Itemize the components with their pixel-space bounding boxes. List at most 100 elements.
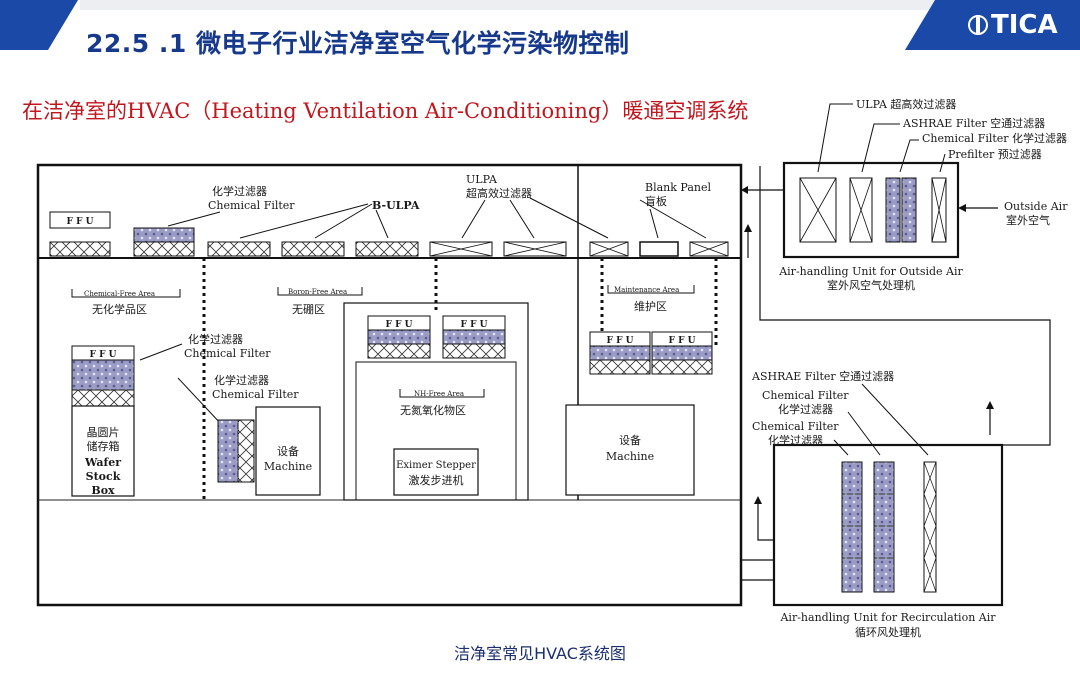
- label-arrow: [847, 411, 881, 456]
- equipment-box: [255, 406, 321, 496]
- recirc-chemical-filter: [873, 461, 895, 593]
- ahu-ulpa-filter-cross: [799, 177, 837, 243]
- b-ulpa-filter: [207, 241, 271, 257]
- duct-recirc: [741, 559, 774, 581]
- recirc-ahu-title-en: Air-handling Unit for Recirculation Air: [779, 611, 996, 624]
- page-title: 22.5 .1 微电子行业洁净室空气化学污染物控制: [86, 29, 630, 58]
- label-arrow: [817, 103, 853, 173]
- b-ulpa-filter: [355, 241, 419, 257]
- label-arrow: [861, 123, 900, 173]
- header-logo-panel: [905, 0, 1080, 50]
- subtitle: 在洁净室的HVAC（Heating Ventilation Air-Condit…: [22, 99, 749, 123]
- recirc-chemical-cn-2: 化学过滤器: [768, 433, 823, 447]
- chem-filter-en-2: Chemical Filter: [212, 388, 299, 401]
- recirc-filter-divisions: [842, 493, 862, 559]
- wafer-en-3: Box: [91, 484, 115, 497]
- header-top-stripe: [80, 0, 1080, 10]
- duct-arrow-head: [741, 186, 748, 194]
- outside-ahu-title-en: Air-handling Unit for Outside Air: [778, 265, 963, 278]
- ffu-label: F F U: [386, 320, 413, 330]
- outside-ahu-title-cn: 室外风空气处理机: [827, 278, 915, 292]
- recirc-ashrae-label: ASHRAE Filter 空通过滤器: [751, 369, 894, 383]
- header-left-accent: [0, 0, 78, 50]
- chemical-free-en: Chemical-Free Area: [84, 290, 155, 298]
- ulpa-arrows: [461, 197, 609, 239]
- recirc-filter-divisions: [874, 493, 894, 559]
- area-tag-chemical-free: Chemical-Free Area 无化学品区: [71, 289, 181, 316]
- outside-chemical-label: Chemical Filter 化学过滤器: [922, 131, 1067, 145]
- outside-prefilter-label: Prefilter 预过滤器: [948, 148, 1042, 161]
- b-ulpa-arrows: [239, 203, 389, 239]
- chem-filter-cn-2: 化学过滤器: [214, 373, 269, 387]
- recirc-chemical-en-2: Chemical Filter: [752, 420, 839, 433]
- blank-panel-cn-label: 盲板: [645, 194, 667, 208]
- outside-air-cn: 室外空气: [1006, 213, 1050, 227]
- ffu-label: F F U: [67, 217, 94, 227]
- ahu-ashrae-filter-cross: [849, 177, 873, 243]
- cleanroom-frame: [36, 163, 743, 607]
- blank-panel: [639, 241, 679, 257]
- label-arrow: [939, 153, 946, 173]
- label-arrow: [177, 377, 223, 426]
- ffu-label: F F U: [461, 320, 488, 330]
- equipment-en: Machine: [264, 460, 312, 473]
- ulpa-filter-cross: [589, 241, 629, 257]
- logo-text: TICA: [991, 10, 1058, 40]
- ffu-label: F F U: [90, 350, 117, 360]
- ahu-chemical-filter: [885, 177, 901, 243]
- duct-arrow-head: [754, 496, 762, 504]
- maint-ffu-right: F F U: [651, 331, 713, 375]
- ahu-prefilter-cross: [931, 177, 947, 243]
- equipment-cn: 设备: [277, 444, 299, 458]
- ulpa-en-label: ULPA: [466, 173, 498, 186]
- wafer-en-2: Stock: [86, 470, 121, 483]
- ulpa-cn-label: 超高效过滤器: [466, 186, 532, 200]
- chemical-filter-en-label: Chemical Filter: [208, 199, 295, 212]
- wafer-en-1: Wafer: [84, 456, 121, 469]
- boron-free-cn: 无硼区: [292, 303, 325, 316]
- ulpa-filter-cross: [689, 241, 729, 257]
- nh-free-tag: [399, 389, 485, 398]
- label-arrow: [139, 343, 183, 361]
- ahu-chemical-filter: [901, 177, 917, 243]
- ffu-label: F F U: [669, 336, 696, 346]
- equipment2-box: [565, 404, 695, 496]
- b-ulpa-filter: [281, 241, 345, 257]
- duct-arrow-head: [986, 401, 994, 409]
- stepper-cn: 激发步进机: [409, 473, 464, 487]
- ceiling-chemical-filter: [133, 227, 195, 243]
- chem-filter-cn-1: 化学过滤器: [188, 332, 243, 346]
- ulpa-filter-cross: [503, 241, 567, 257]
- chemical-filter-cn-label: 化学过滤器: [212, 184, 267, 198]
- machine-chemical-filter: [217, 419, 239, 483]
- label-arrow: [861, 383, 929, 456]
- area-tag-maintenance: Maintenance Area 维护区: [607, 285, 695, 313]
- wafer-cn-2: 储存箱: [87, 439, 120, 453]
- outside-air-en: Outside Air: [1004, 200, 1068, 213]
- b-ulpa-label: B-ULPA: [372, 199, 420, 212]
- nh-free-cn: 无氮氧化物区: [400, 403, 466, 417]
- blank-panel-en-label: Blank Panel: [645, 181, 711, 194]
- wafer-stock-box: [71, 405, 135, 497]
- nh-free-en: NH-Free Area: [414, 390, 464, 398]
- label-arrow: [167, 211, 221, 227]
- ceiling-chemical-filter-grid: [133, 241, 195, 257]
- equipment2-cn: 设备: [619, 433, 641, 447]
- equipment2-en: Machine: [606, 450, 654, 463]
- machine-chemical-filter-grid: [237, 419, 255, 483]
- figure-caption: 洁净室常见HVAC系统图: [454, 644, 626, 663]
- tica-logo-icon: [968, 15, 988, 35]
- tica-logo: TICA: [968, 10, 1058, 40]
- recirc-ashrae-filter-cross: [923, 461, 937, 593]
- label-arrow: [833, 439, 849, 456]
- recirc-chemical-cn-1: 化学过滤器: [778, 402, 833, 416]
- nh-ffu-left: F F U: [367, 315, 431, 359]
- chemical-free-cn: 无化学品区: [92, 302, 147, 316]
- ceiling-ffu-unit: F F U: [49, 211, 111, 257]
- maintenance-cn: 维护区: [634, 299, 667, 313]
- outside-ulpa-label: ULPA 超高效过滤器: [856, 97, 956, 111]
- duct-arrow-head: [744, 224, 752, 232]
- outside-ashrae-label: ASHRAE Filter 空通过滤器: [902, 116, 1045, 130]
- duct-arrow-head: [958, 204, 966, 212]
- header-bar: [0, 0, 1080, 50]
